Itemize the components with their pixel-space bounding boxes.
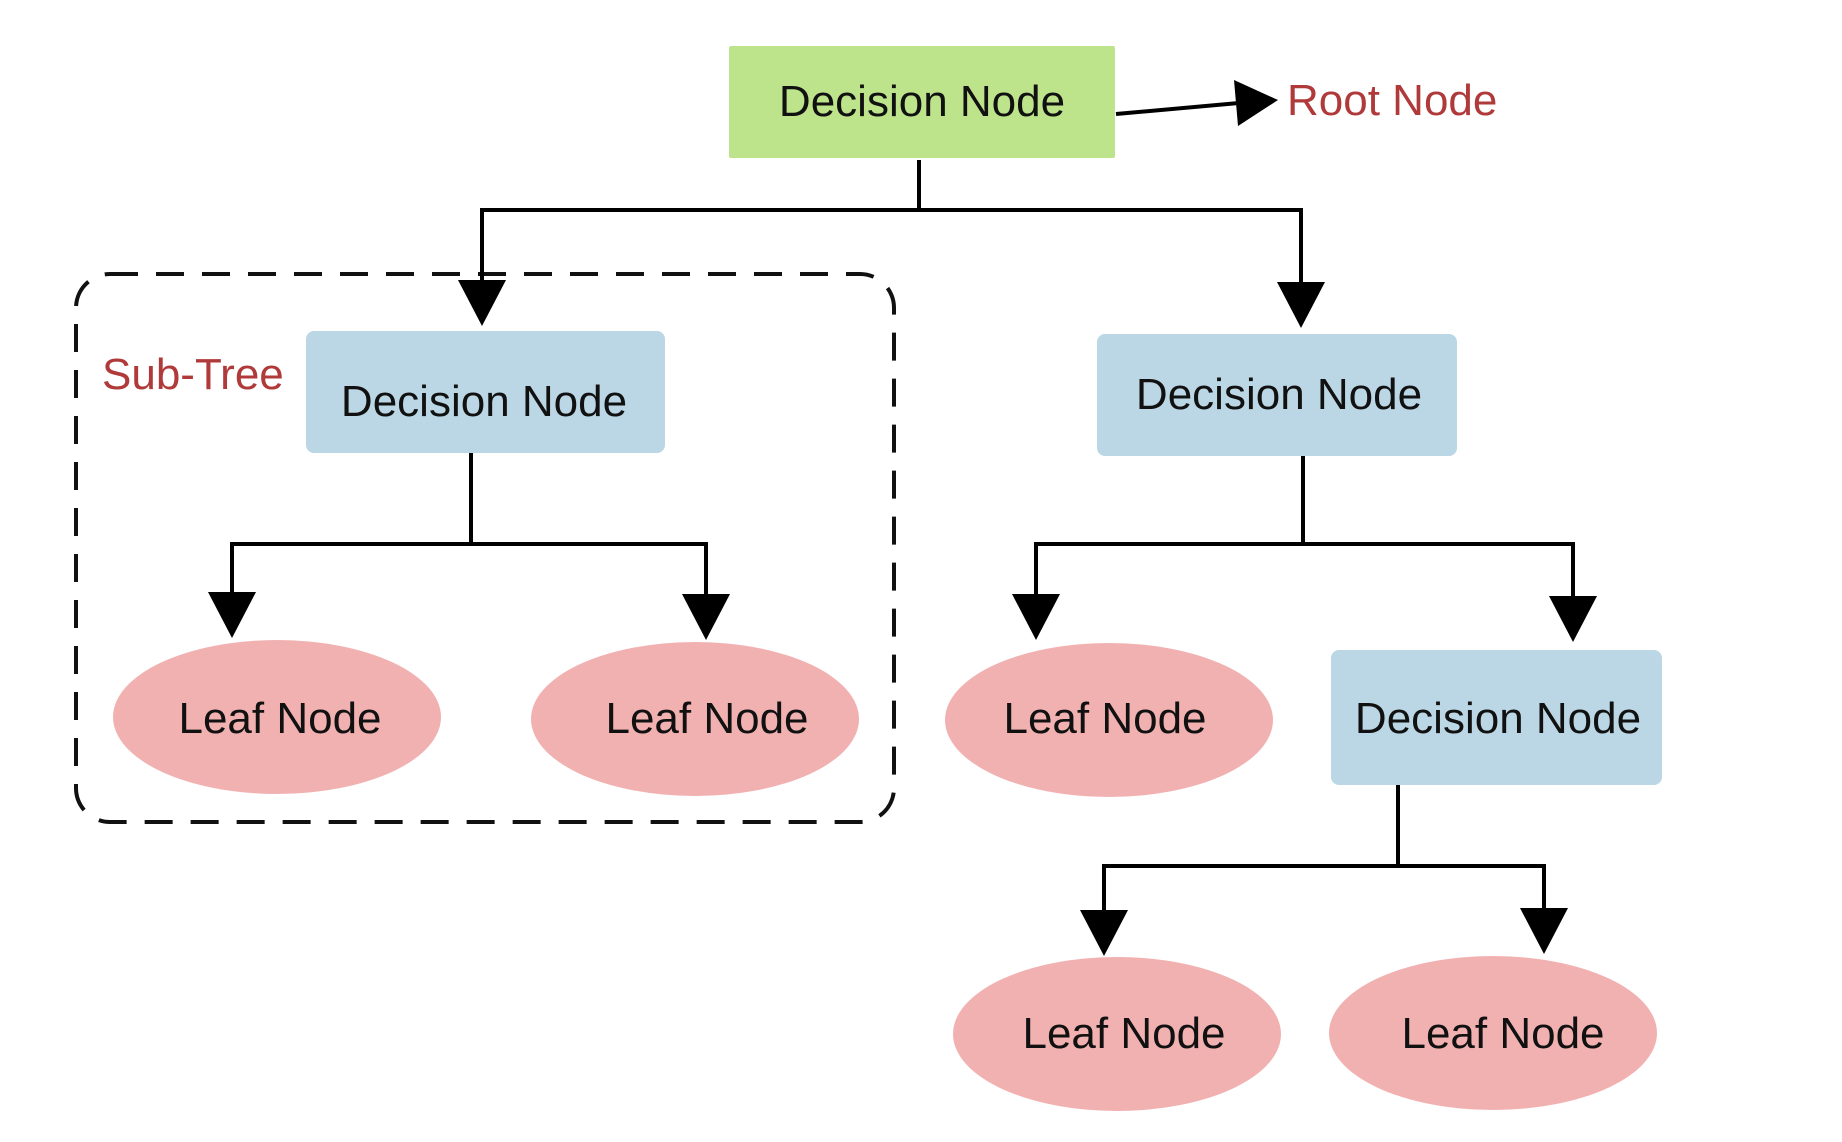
right-decision-node: Decision Node (1097, 334, 1457, 456)
leaf-node-2: Leaf Node (531, 642, 859, 796)
subtree-annotation: Sub-Tree (102, 350, 284, 399)
leaf-node-1-label: Leaf Node (178, 694, 381, 743)
left-decision-node-box (306, 331, 665, 453)
leaf-node-2-label: Leaf Node (605, 694, 808, 743)
root-node-annotation: Root Node (1287, 76, 1497, 125)
leaf-node-1: Leaf Node (113, 640, 441, 794)
right-decision-node-box (1097, 334, 1457, 456)
root-decision-node: Decision Node (729, 46, 1115, 158)
arrow-leaf-4 (1080, 910, 1128, 956)
leaf-node-4: Leaf Node (953, 957, 1281, 1111)
root-decision-node-box (729, 46, 1115, 158)
edge-root-left (480, 208, 919, 320)
arrow-leaf-1 (208, 592, 256, 638)
subtree-boundary (74, 272, 896, 824)
leaf-node-2-shape (531, 642, 859, 796)
inner-decision-node: Decision Node (1331, 650, 1662, 785)
arrow-root-annotation (1234, 80, 1278, 126)
arrow-inner-decision (1549, 596, 1597, 642)
edge-root-annotation (1115, 100, 1251, 116)
right-decision-node-label: Decision Node (1136, 370, 1422, 419)
leaf-node-3-shape (945, 643, 1273, 797)
leaf-node-4-shape (953, 957, 1281, 1111)
arrowheads (208, 80, 1597, 956)
edge-left-leaf2 (471, 542, 708, 626)
leaf-node-4-label: Leaf Node (1022, 1009, 1225, 1058)
root-decision-node-label: Decision Node (779, 77, 1065, 126)
edge-left-leaf1 (230, 542, 471, 624)
arrow-left-decision (458, 280, 506, 326)
inner-decision-node-box (1331, 650, 1662, 785)
left-decision-node-label: Decision Node (341, 377, 627, 426)
leaf-node-1-shape (113, 640, 441, 794)
edge-right-leaf3 (1034, 542, 1303, 626)
left-decision-node: Decision Node (306, 331, 665, 453)
edge-right-inner (1303, 542, 1575, 628)
arrow-leaf-3 (1012, 594, 1060, 640)
edge-inner-leaf4 (1102, 864, 1398, 942)
arrow-leaf-5 (1520, 908, 1568, 954)
arrow-leaf-2 (682, 594, 730, 640)
leaf-node-5-shape (1329, 956, 1657, 1110)
arrow-right-decision (1277, 282, 1325, 328)
leaf-node-3-label: Leaf Node (1003, 694, 1206, 743)
leaf-node-3: Leaf Node (945, 643, 1273, 797)
edges (230, 100, 1575, 942)
inner-decision-node-label: Decision Node (1355, 694, 1641, 743)
edge-inner-leaf5 (1398, 864, 1546, 940)
leaf-node-5: Leaf Node (1329, 956, 1657, 1110)
edge-root-right (919, 208, 1303, 322)
leaf-node-5-label: Leaf Node (1401, 1009, 1604, 1058)
